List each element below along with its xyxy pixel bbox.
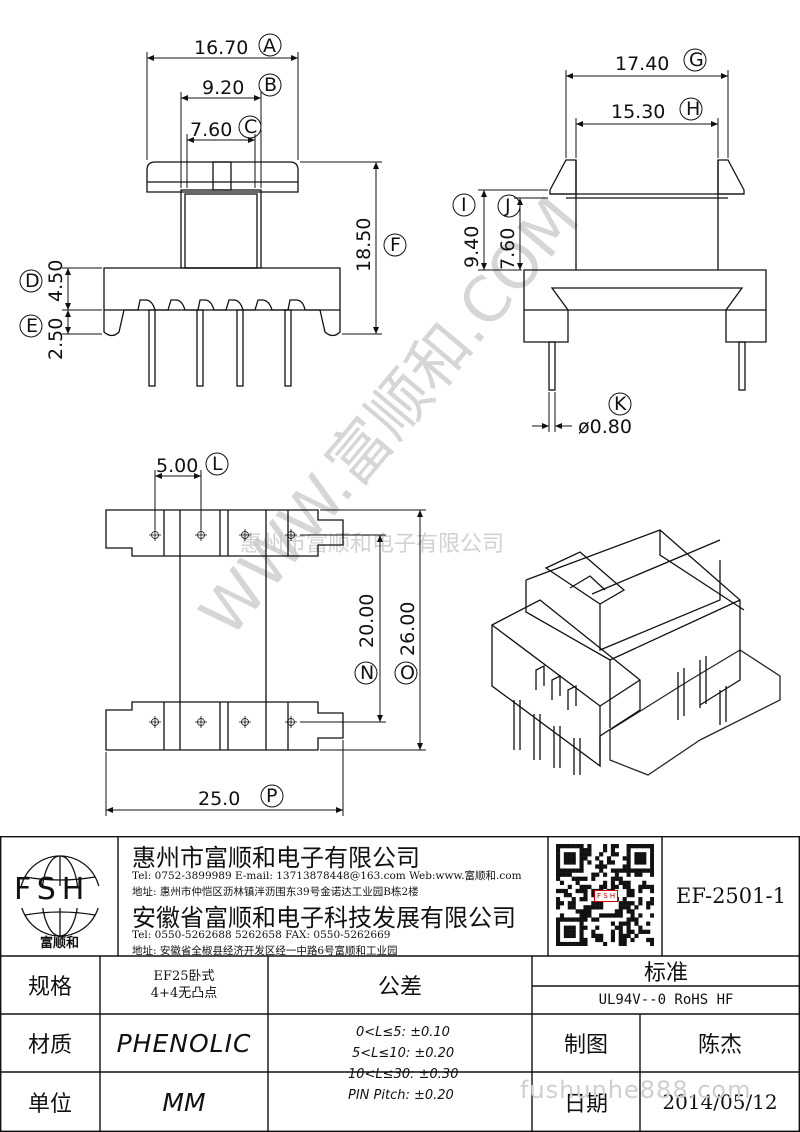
dim-e-tag: E [26,315,38,337]
qr-code-icon [556,844,655,947]
dim-i-tag: I [461,194,467,216]
dim-l-tag: L [212,453,223,475]
dim-p-value: 25.0 [198,788,240,810]
date-label: 日期 [563,1092,608,1117]
logo-caption: 富顺和 [40,936,80,951]
logo-text: FSH [14,872,91,907]
dim-o-value: 26.00 [397,602,419,656]
spec-value-line1: EF25卧式 [153,969,215,984]
dim-f-value: 18.50 [353,218,375,272]
title-block: FSH 富顺和 惠州市富顺和电子有限公司 Tel: 0752-3899989 E… [0,836,800,1132]
technical-drawing: WWW.富顺和.COM 惠州市富顺和电子有限公司 [19,33,781,816]
company-name-anhui: 安徽省富顺和电子科技发展有限公司 [132,904,516,932]
side-view-dimensions [478,70,729,432]
dim-g-tag: G [689,49,704,71]
unit-label: 单位 [27,1092,72,1117]
company-contact-anhui: Tel: 0550-5262688 5262658 FAX: 0550-5262… [132,929,391,941]
dim-e-value: 2.50 [45,318,67,360]
globe-icon [17,855,103,937]
unit-value: MM [162,1087,206,1117]
spec-value: EF25卧式 4+4无凸点 [100,956,268,1014]
company-name-huizhou: 惠州市富顺和电子有限公司 [132,844,420,872]
part-number: EF-2501-1 [676,884,786,908]
dim-k-tag: K [614,393,627,415]
dim-g-value: 17.40 [615,53,669,75]
bottom-view-dimensions [105,470,426,816]
tolerance-row-4: PIN Pitch: ±0.20 [348,1088,454,1103]
front-view-dimensions [62,52,382,335]
standard-label: 标准 [643,961,688,986]
dim-p-tag: P [266,785,277,807]
dim-o-tag: O [400,662,415,684]
dim-l-value: 5.00 [156,455,198,477]
material-value: PHENOLIC [116,1028,252,1058]
dim-h-tag: H [686,98,700,120]
date-value: 2014/05/12 [662,1090,778,1114]
watermark-url: fushunhe888.com [520,1076,752,1104]
dim-d-value: 4.50 [45,260,67,302]
qr-code[interactable]: F S H [556,844,655,947]
dim-f-tag: F [390,234,401,256]
drafter-value: 陈杰 [697,1033,742,1058]
side-view [523,159,767,391]
tolerance-row-3: 10<L≤30: ±0.30 [348,1067,459,1082]
dim-j-tag: J [504,195,511,217]
tolerance-table: 0<L≤5: ±0.10 5<L≤10: ±0.20 10<L≤30: ±0.3… [268,1022,532,1132]
dim-b-tag: B [264,74,277,96]
bottom-view [105,509,344,751]
dim-i-value: 9.40 [461,226,483,268]
dim-h-value: 15.30 [611,101,665,123]
tolerance-row-2: 5<L≤10: ±0.20 [352,1046,455,1061]
tolerance-label: 公差 [377,975,422,1000]
dim-n-tag: N [360,662,374,684]
company-logo: FSH 富顺和 [8,840,112,952]
material-label: 材质 [27,1033,72,1058]
dim-k-value: ø0.80 [578,416,632,438]
drafter-label: 制图 [563,1033,608,1058]
dim-c-value: 7.60 [190,119,232,141]
watermark-company: 惠州市富顺和电子有限公司 [240,532,504,557]
isometric-view [491,529,781,776]
dim-a-tag: A [263,35,276,57]
front-view [103,161,341,387]
tolerance-row-1: 0<L≤5: ±0.10 [356,1025,450,1040]
dimension-labels: 16.70 A 9.20 B 7.60 C 18.50 F 4.50 D 2.5… [19,33,707,810]
spec-value-line2: 4+4无凸点 [150,986,218,1001]
company-contact-huizhou: Tel: 0752-3899989 E-mail: 13713878448@16… [132,870,522,882]
title-block-grid [0,836,800,1132]
dim-n-value: 20.00 [356,594,378,648]
dim-d-tag: D [25,270,40,292]
company-address-anhui: 地址: 安徽省全椒县经济开发区经一中路6号富顺和工业园 [132,945,398,957]
dim-c-tag: C [244,116,257,138]
dim-b-value: 9.20 [202,77,244,99]
company-address-huizhou: 地址: 惠州市仲恺区沥林镇泮沥围东39号金诺达工业园B栋2楼 [132,886,419,898]
spec-label: 规格 [27,975,72,1000]
dim-j-value: 7.60 [497,228,519,270]
standard-value: UL94V--0 RoHS HF [598,992,734,1008]
dim-a-value: 16.70 [194,37,248,59]
qr-label: F S H [594,890,619,902]
